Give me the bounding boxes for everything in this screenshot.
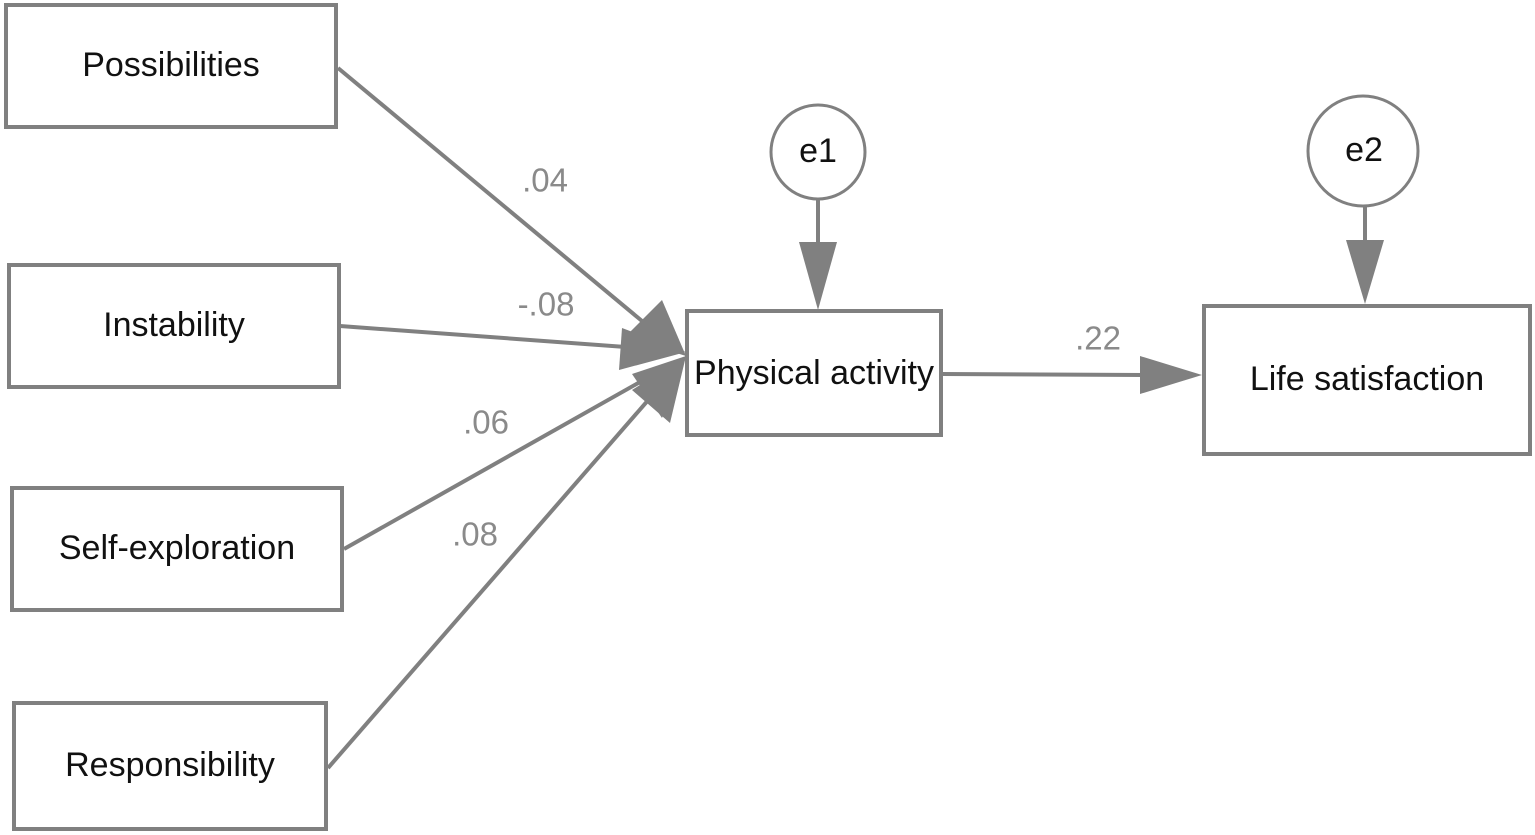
- node-possibilities: Possibilities: [4, 3, 338, 129]
- coefficient-instability: -.08: [518, 286, 575, 323]
- arrowhead-e1: [799, 242, 837, 310]
- node-instability: Instability: [7, 263, 341, 389]
- node-label-physical-activity: Physical activity: [694, 354, 934, 392]
- coefficient-physical-activity-to-life-satisfaction: .22: [1075, 320, 1121, 357]
- path-possibilities-to-physical-activity: [336, 66, 650, 328]
- arrowhead-possibilities: [625, 300, 686, 356]
- path-instability-to-physical-activity: [339, 324, 641, 350]
- coefficient-possibilities: .04: [522, 162, 568, 199]
- node-life-satisfaction: Life satisfaction: [1202, 304, 1532, 456]
- arrowhead-e2: [1346, 240, 1384, 304]
- error-term-e2: e2: [1306, 94, 1420, 208]
- path-responsibility-to-physical-activity: [326, 396, 652, 770]
- node-responsibility: Responsibility: [12, 701, 328, 831]
- path-physical-activity-to-life-satisfaction: [941, 372, 1151, 377]
- arrowhead-physical-activity-to-life-satisfaction: [1140, 356, 1202, 394]
- node-self-exploration: Self-exploration: [10, 486, 344, 612]
- error-label-e2: e2: [1345, 131, 1383, 169]
- node-label-possibilities: Possibilities: [82, 46, 260, 84]
- arrowhead-instability: [619, 328, 686, 370]
- error-term-e1: e1: [769, 103, 867, 201]
- coefficient-responsibility: .08: [452, 516, 498, 553]
- node-label-responsibility: Responsibility: [65, 746, 275, 784]
- arrowhead-responsibility: [632, 356, 686, 423]
- node-label-instability: Instability: [103, 306, 245, 344]
- error-label-e1: e1: [799, 132, 837, 170]
- path-self-exploration-to-physical-activity: [343, 380, 641, 551]
- node-physical-activity: Physical activity: [685, 309, 943, 437]
- coefficient-self-exploration: .06: [463, 404, 509, 441]
- node-label-life-satisfaction: Life satisfaction: [1250, 360, 1484, 398]
- node-label-self-exploration: Self-exploration: [59, 529, 295, 567]
